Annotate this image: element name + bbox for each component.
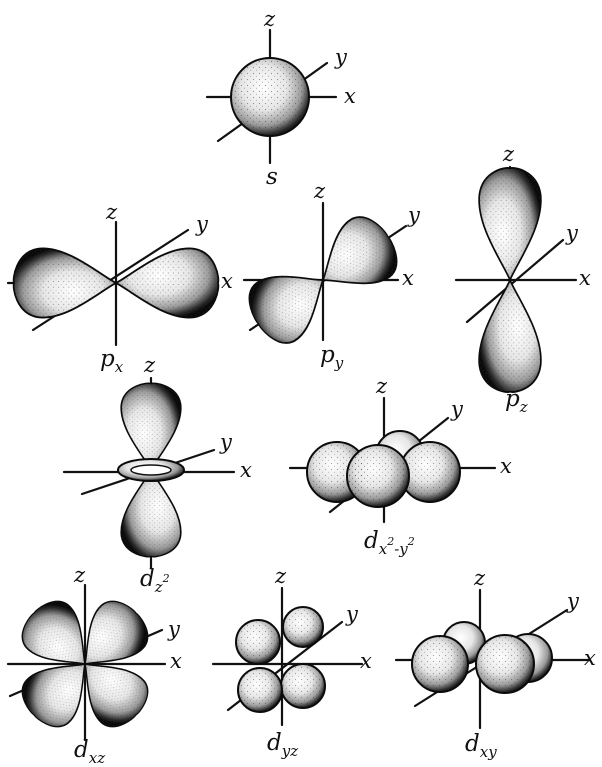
orbital-label-dxy: dxy [465, 731, 497, 761]
axis-label-z: z [313, 179, 326, 203]
orbital-label-s: s [266, 164, 278, 190]
orbital-label-dyz: dyz [267, 730, 298, 760]
axis-label-x: x [240, 458, 252, 482]
axis-label-x: x [584, 646, 596, 670]
axis-label-y: y [195, 212, 209, 236]
orbital-s: z y x s [205, 7, 356, 190]
orbital-dyz: z y x dyz [211, 564, 372, 760]
axis-label-z: z [375, 374, 388, 398]
axis-label-z: z [73, 563, 86, 587]
orbital-pz: z y x pz [454, 142, 591, 416]
orbital-dx2-y2: z y x dx2-y2 [288, 374, 512, 558]
axis-label-z: z [143, 353, 156, 377]
orbital-py: z y x py [237, 179, 421, 372]
orbital-label-dz2: dz2 [140, 566, 170, 596]
orbital-label-py: py [320, 342, 344, 372]
axis-label-y: y [565, 221, 579, 245]
axis-label-x: x [579, 266, 591, 290]
axis-label-z: z [502, 142, 515, 166]
axis-label-x: x [360, 649, 372, 673]
axis-label-z: z [105, 200, 118, 224]
axis-label-y: y [167, 617, 181, 641]
orbital-dxy: z y x dxy [394, 566, 596, 761]
axis-label-y: y [407, 203, 421, 227]
axis-label-z: z [473, 566, 486, 590]
orbital-dxz: z y x dxz [6, 563, 182, 767]
orbital-dz2: z y x dz2 [62, 353, 252, 596]
axis-label-y: y [334, 45, 348, 69]
axis-label-x: x [500, 454, 512, 478]
axis-label-z: z [263, 7, 276, 31]
axis-label-z: z [274, 564, 287, 588]
axis-label-y: y [345, 602, 359, 626]
orbital-label-px: px [100, 346, 124, 376]
orbital-label-dx2-y2: dx2-y2 [364, 528, 415, 558]
axis-label-x: x [402, 266, 414, 290]
axis-label-x: x [344, 84, 356, 108]
orbital-label-pz: pz [505, 386, 528, 416]
axis-label-y: y [219, 430, 233, 454]
orbital-px: z y x px [6, 200, 233, 376]
axis-label-y: y [566, 589, 580, 613]
axis-label-x: x [221, 269, 233, 293]
orbital-label-dxz: dxz [74, 737, 105, 767]
axis-label-y: y [450, 397, 464, 421]
axis-label-x: x [170, 649, 182, 673]
